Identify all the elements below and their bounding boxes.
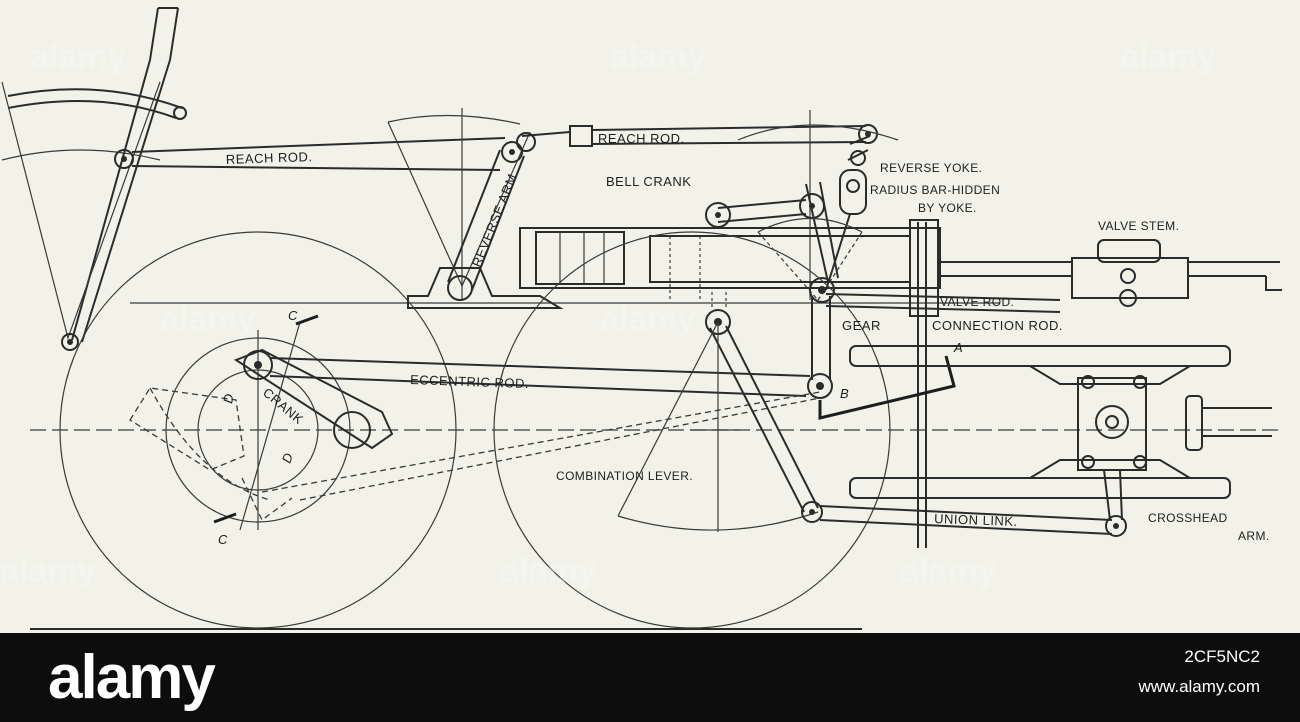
label-valve-rod: VALVE ROD. [940,295,1014,309]
label-reach-rod-left: REACH ROD. [226,149,313,167]
watermark-text: alamy [30,38,126,76]
valve-rod [809,222,1061,548]
watermark-footer: alamy 2CF5NC2 www.alamy.com [0,633,1300,722]
label-combination-lever: COMBINATION LEVER. [556,469,693,483]
watermark-text: alamy [1120,38,1216,76]
reverse-lever [1,7,187,351]
label-reverse-yoke: REVERSE YOKE. [880,161,982,175]
label-point-d-right: D [279,451,296,465]
label-radius-bar-line2: BY YOKE. [918,201,977,215]
watermark-text: alamy [600,300,696,338]
label-reach-rod-top: REACH ROD. [598,131,685,146]
watermark-text: alamy [500,552,596,590]
valve-stem [938,239,1282,307]
watermark-text: alamy [900,552,996,590]
label-bell-crank: BELL CRANK [606,174,691,189]
site-url: www.alamy.com [1138,677,1260,696]
reach-rod-top [516,124,878,152]
reverse-arm [387,108,564,309]
label-gear: GEAR [842,318,881,333]
label-point-c-bottom: C [218,532,228,547]
label-connection-rod: CONNECTION ROD. [932,318,1063,333]
brand-logo: alamy [48,643,216,712]
label-crosshead-line2: ARM. [1238,529,1270,543]
label-union-link: UNION LINK. [934,511,1018,529]
label-point-b: B [840,386,849,401]
eccentric-crank [129,314,394,531]
label-radius-bar-line1: RADIUS BAR-HIDDEN [870,183,1000,197]
label-point-d-left: D [220,392,236,404]
steam-chest [519,219,941,317]
watermark-text: alamy [0,552,96,590]
label-eccentric-rod: ECCENTRIC ROD. [410,372,529,391]
link-ab [818,355,956,420]
watermark-text: alamy [610,38,706,76]
bell-crank [705,181,863,301]
watermark-text: alamy [160,300,256,338]
valve-gear-diagram: REACH ROD. REACH ROD. REVERSE ARM REVERS… [0,7,1282,630]
image-id: 2CF5NC2 [1184,647,1260,666]
reach-rod-left [131,137,506,171]
label-crosshead-line1: CROSSHEAD [1148,511,1228,525]
label-point-c-top: C [288,308,298,323]
union-link [819,505,1127,537]
crosshead [849,345,1272,521]
eccentric-rod [261,357,833,501]
label-point-a: A [953,340,963,355]
label-valve-stem: VALVE STEM. [1098,219,1179,233]
combination-lever [617,292,823,532]
label-reverse-arm: REVERSE ARM [469,171,520,269]
